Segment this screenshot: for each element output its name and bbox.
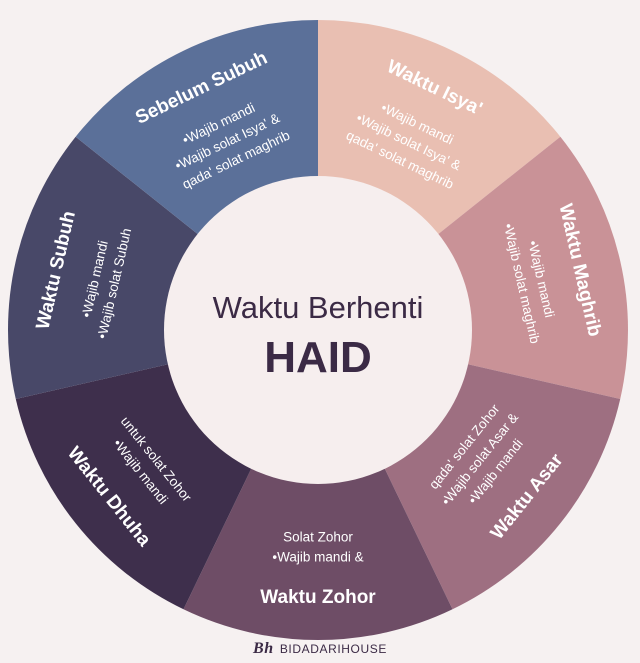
brand-footer: Bh BIDADARIHOUSE [0,638,640,660]
segment-label-zohor: Waktu Zohor •Wajib mandi & Solat Zohor [260,530,376,608]
segment-note: •Wajib mandi & [272,550,363,565]
brand-name: BIDADARIHOUSE [279,642,387,656]
center-circle [164,176,472,484]
segment-note: Solat Zohor [283,530,353,545]
segment-zohor [183,330,453,640]
time-wheel: Waktu Isya'•Wajib mandi•Wajib solat Isya… [8,20,628,640]
center-title: Waktu Berhenti [213,290,424,325]
center-subtitle: HAID [264,333,372,382]
segment-title: Waktu Zohor [260,587,376,608]
brand-logo-icon: Bh [253,640,274,657]
